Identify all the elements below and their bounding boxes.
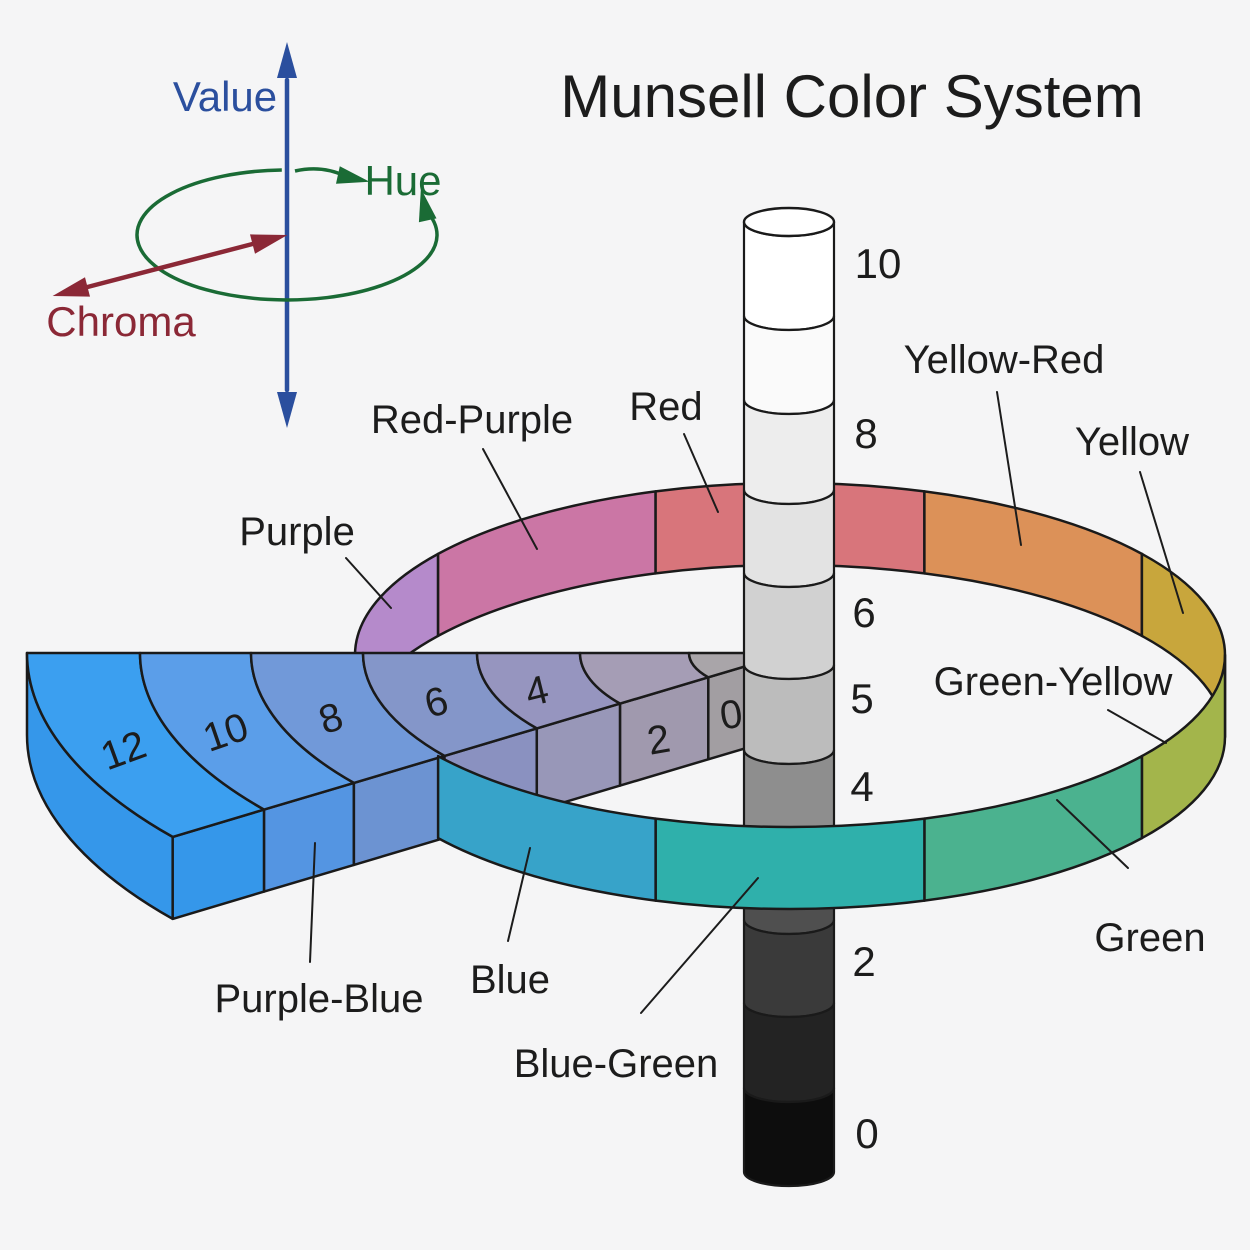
callout-line-purple	[345, 557, 392, 609]
hue-label-yellow: Yellow	[1075, 420, 1189, 464]
hue-label-green: Green	[1094, 916, 1205, 960]
value-number-10: 10	[855, 240, 902, 287]
hue-segment-green	[923, 754, 1144, 902]
value-axis-arrow-down-icon	[277, 392, 297, 428]
callout-line-red-purple	[482, 448, 538, 550]
value-band-7	[742, 488, 836, 589]
value-number-4: 4	[850, 763, 873, 810]
callout-line-green-yellow	[1107, 709, 1167, 744]
hue-label-purple: Purple	[239, 510, 355, 554]
hue-label-red-purple: Red-Purple	[371, 398, 573, 442]
hue-segment-yellow-red	[923, 490, 1144, 638]
callout-line-blue	[507, 847, 531, 942]
hue-direction-arrow-icon	[336, 166, 370, 184]
value-band-5	[742, 663, 836, 766]
value-band-9	[742, 314, 836, 416]
callout-line-purple-blue	[309, 842, 316, 963]
value-axis-arrow-up-icon	[277, 42, 297, 78]
chroma-axis-arrow-in-icon	[52, 277, 90, 297]
chroma-axis-label: Chroma	[46, 298, 196, 345]
value-band-6	[742, 571, 836, 681]
value-number-6: 6	[852, 589, 875, 636]
hue-label-blue-green: Blue-Green	[514, 1042, 719, 1086]
callout-line-red	[683, 433, 719, 513]
callout-line-yellow-red	[996, 391, 1022, 546]
chroma-axis-line	[85, 241, 255, 290]
hue-label-red: Red	[629, 385, 702, 429]
hue-segment-red-purple	[436, 490, 657, 638]
value-number-2: 2	[852, 938, 875, 985]
value-number-5: 5	[850, 675, 873, 722]
value-band-0	[742, 1086, 836, 1188]
chroma-axis-arrow-out-icon	[250, 234, 288, 254]
value-number-8: 8	[854, 410, 877, 457]
page-title: Munsell Color System	[560, 63, 1144, 130]
value-number-0: 0	[855, 1110, 878, 1157]
hue-label-blue: Blue	[470, 958, 550, 1002]
value-band-2	[742, 918, 836, 1019]
value-axis-label: Value	[173, 73, 277, 120]
callout-line-blue-green	[640, 877, 759, 1014]
hue-label-purple-blue: Purple-Blue	[214, 977, 423, 1021]
value-band-8	[742, 398, 836, 506]
callout-line-yellow	[1139, 471, 1184, 614]
value-band-1	[742, 1001, 836, 1104]
hue-axis-label: Hue	[364, 157, 441, 204]
hue-ellipse-arrow-icon	[418, 188, 437, 223]
hue-label-green-yellow: Green-Yellow	[934, 660, 1173, 704]
cylinder-top-ellipse	[742, 206, 836, 238]
value-band-10	[742, 220, 836, 332]
callout-line-green	[1056, 799, 1129, 869]
hue-segment-blue	[436, 754, 657, 902]
hue-segment-blue-green	[654, 817, 926, 911]
hue-direction-arc	[294, 167, 346, 178]
hue-label-yellow-red: Yellow-Red	[904, 338, 1105, 382]
hue-rotation-ellipse	[135, 168, 439, 302]
